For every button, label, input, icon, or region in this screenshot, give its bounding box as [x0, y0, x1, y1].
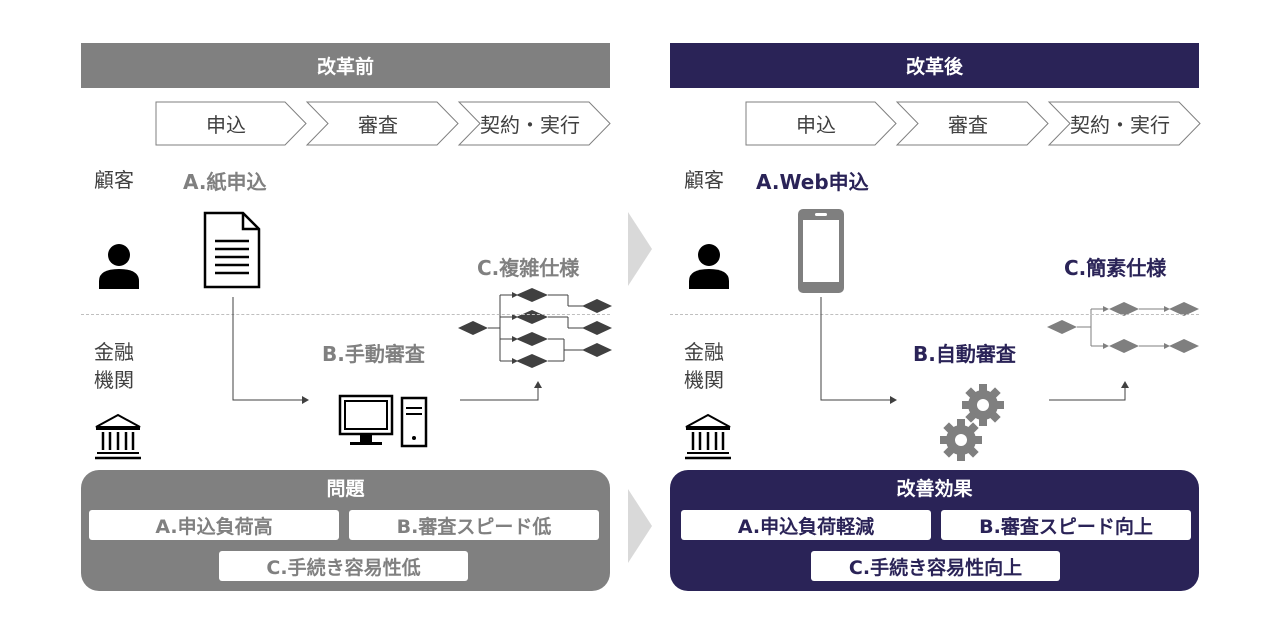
after-effect-a-label: A.申込負荷軽減	[737, 515, 875, 538]
after-effect-c-label: C.手続き容易性向上	[848, 556, 1023, 579]
after-header-label: 改革後	[905, 56, 963, 78]
before-flow-arrows	[232, 297, 542, 404]
after-bank-label: 金融機関	[684, 340, 724, 392]
after-step-review: 審査	[948, 113, 988, 137]
step-chevrons	[745, 101, 1201, 146]
before-c-title: C.複雑仕様	[477, 256, 580, 280]
gears-icon	[940, 384, 1004, 461]
after-b-title: B.自動審査	[913, 342, 1016, 366]
before-divider	[81, 314, 610, 315]
complex-flowchart-icon	[458, 288, 612, 368]
transition-arrow-icon	[628, 212, 652, 286]
before-problem-b: B.審査スピード低	[349, 510, 599, 540]
before-header-label: 改革前	[316, 56, 374, 78]
before-header: 改革前	[81, 43, 610, 88]
after-panel-title: 改善効果	[896, 478, 973, 500]
after-effect-a: A.申込負荷軽減	[681, 510, 931, 540]
document-icon	[203, 211, 261, 289]
before-a-title: A.紙申込	[183, 170, 267, 194]
bank-building-icon	[685, 413, 731, 460]
after-effect-b-label: B.審査スピード向上	[979, 515, 1153, 538]
after-header: 改革後	[670, 43, 1199, 88]
after-process-steps: 申込 審査 契約・実行	[745, 101, 1201, 146]
transition-arrow-icon	[628, 489, 652, 563]
before-problem-b-label: B.審査スピード低	[396, 515, 552, 538]
after-divider	[670, 314, 1199, 315]
after-effect-b: B.審査スピード向上	[941, 510, 1191, 540]
after-customer-label: 顧客	[684, 168, 724, 192]
bank-building-icon	[95, 413, 141, 460]
after-c-title: C.簡素仕様	[1064, 256, 1167, 280]
before-problem-panel: 問題 A.申込負荷高 B.審査スピード低 C.手続き容易性低	[81, 470, 610, 591]
person-icon	[99, 244, 139, 289]
simple-flowchart-icon	[1047, 302, 1199, 353]
after-effect-c: C.手続き容易性向上	[811, 551, 1060, 581]
smartphone-icon	[798, 209, 844, 293]
before-panel-title: 問題	[326, 478, 365, 500]
after-step-apply: 申込	[796, 113, 836, 137]
before-problem-a-label: A.申込負荷高	[155, 515, 273, 538]
before-problem-c: C.手続き容易性低	[219, 551, 468, 581]
step-chevrons	[155, 101, 611, 146]
after-effect-panel: 改善効果 A.申込負荷軽減 B.審査スピード向上 C.手続き容易性向上	[670, 470, 1199, 591]
before-customer-label: 顧客	[94, 168, 134, 192]
after-step-contract: 契約・実行	[1070, 113, 1170, 137]
person-icon	[689, 244, 729, 289]
before-problem-a: A.申込負荷高	[89, 510, 339, 540]
before-bank-label: 金融機関	[94, 340, 134, 392]
before-b-title: B.手動審査	[322, 342, 425, 366]
before-step-apply: 申込	[206, 113, 246, 137]
after-a-title: A.Web申込	[756, 170, 869, 194]
after-flow-arrows	[820, 297, 1129, 404]
before-step-review: 審査	[358, 113, 398, 137]
desktop-computer-icon	[338, 394, 428, 448]
before-problem-c-label: C.手続き容易性低	[266, 556, 421, 579]
before-process-steps: 申込 審査 契約・実行	[155, 101, 611, 146]
before-step-contract: 契約・実行	[480, 113, 580, 137]
